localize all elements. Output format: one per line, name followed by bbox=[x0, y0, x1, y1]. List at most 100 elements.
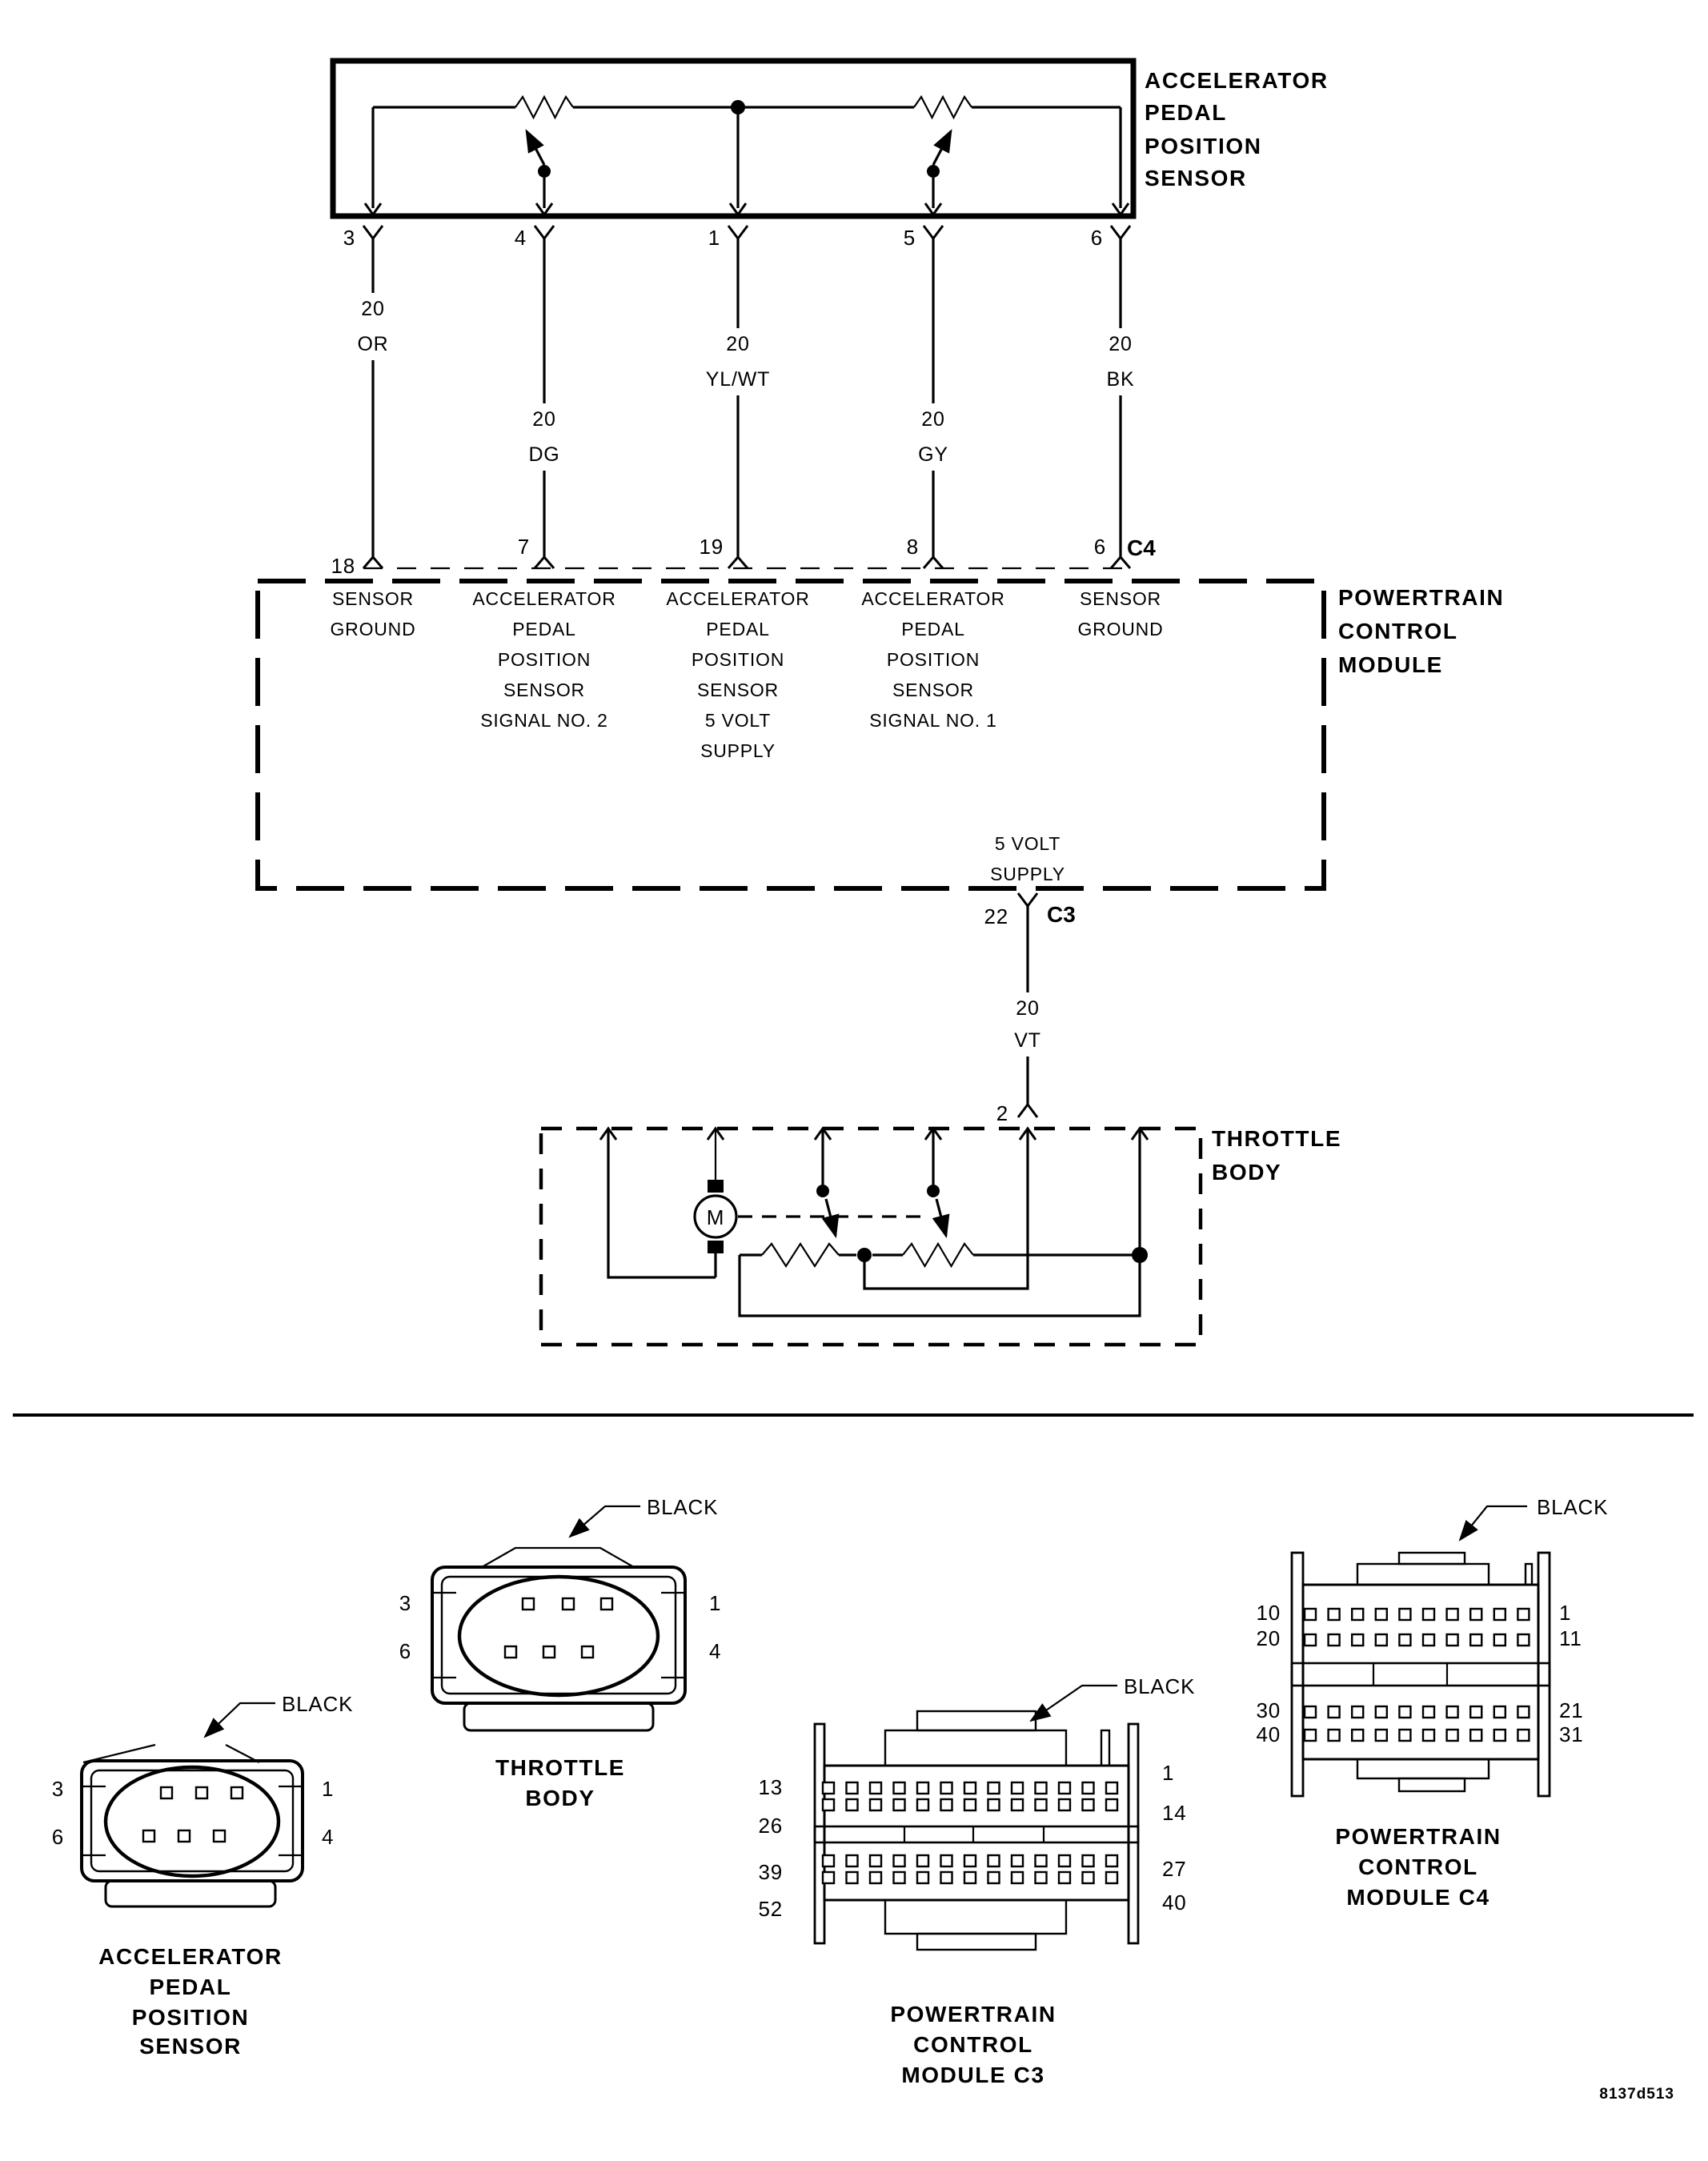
connector-caption: POSITION bbox=[132, 2005, 250, 2030]
pin-square bbox=[1105, 1798, 1119, 1812]
junction-dot bbox=[731, 100, 745, 114]
pin-square bbox=[1493, 1633, 1507, 1647]
pin-function: SUPPLY bbox=[700, 740, 776, 761]
pin-connector-symbol bbox=[1016, 892, 1039, 907]
pin-number: 4 bbox=[515, 226, 527, 250]
pin-square bbox=[1010, 1798, 1024, 1812]
pin-function: GROUND bbox=[1077, 619, 1163, 639]
potentiometer-track bbox=[373, 94, 1121, 120]
connector-color: BLACK bbox=[1537, 1495, 1608, 1519]
pin-square bbox=[1398, 1607, 1412, 1622]
pin-square bbox=[845, 1798, 859, 1812]
connector-tab bbox=[884, 1898, 1068, 1935]
pin-connector-symbols bbox=[362, 225, 1132, 239]
pin-square bbox=[940, 1781, 953, 1795]
pin-square bbox=[916, 1854, 930, 1868]
pin-square bbox=[1057, 1781, 1072, 1795]
pin-row-label: 26 bbox=[758, 1814, 783, 1838]
pcm-bottom-function: SUPPLY bbox=[990, 864, 1065, 884]
pin-square bbox=[1350, 1705, 1365, 1719]
pin-number: 18 bbox=[331, 554, 355, 578]
pin-label: 1 bbox=[322, 1777, 334, 1801]
pin-label: 4 bbox=[709, 1639, 721, 1663]
pin-square bbox=[1303, 1705, 1317, 1719]
pin-square bbox=[1469, 1607, 1483, 1622]
connector-color: BLACK bbox=[647, 1495, 718, 1519]
pin-square bbox=[1057, 1854, 1072, 1868]
pin-square bbox=[1010, 1854, 1024, 1868]
pin-square bbox=[892, 1854, 906, 1868]
pin-function: 5 VOLT bbox=[705, 710, 771, 731]
pin-square bbox=[892, 1781, 906, 1795]
pin-square bbox=[940, 1854, 953, 1868]
resistor bbox=[761, 1241, 840, 1269]
tps-circuit bbox=[738, 1129, 1148, 1317]
connector-notch bbox=[1100, 1729, 1111, 1767]
throttle-body-title: THROTTLE bbox=[1212, 1126, 1341, 1151]
connector-caption: THROTTLE bbox=[495, 1755, 625, 1780]
pin-square bbox=[1105, 1870, 1119, 1885]
connector-caption: SENSOR bbox=[139, 2034, 242, 2059]
pin-row-label: 1 bbox=[1162, 1761, 1174, 1785]
pin-square bbox=[1421, 1607, 1436, 1622]
wire-gauge: 20 bbox=[532, 408, 555, 431]
pin-square bbox=[845, 1781, 859, 1795]
pin-number: 8 bbox=[907, 535, 919, 559]
connector-caption: ACCELERATOR bbox=[98, 1944, 283, 1969]
exit-arrowheads bbox=[363, 202, 1130, 217]
pin-label: 3 bbox=[52, 1777, 64, 1801]
harness-wires: 20 OR 20 DG 20 YL/WT 20 GY 20 BK bbox=[346, 239, 1148, 557]
motor-icon bbox=[693, 1194, 738, 1239]
pin-square bbox=[1327, 1705, 1341, 1719]
pin-square bbox=[1517, 1728, 1530, 1742]
pin-label: 4 bbox=[322, 1825, 334, 1849]
pcm-pin-functions: SENSOR GROUND ACCELERATOR PEDAL POSITION… bbox=[330, 588, 1163, 761]
pin-cavities bbox=[142, 1786, 244, 1843]
pin-square bbox=[892, 1798, 906, 1812]
connector-label-c3: C3 bbox=[1047, 902, 1076, 927]
throttle-body-title: BODY bbox=[1212, 1160, 1281, 1185]
app-sensor-box: ACCELERATOR PEDAL POSITION SENSOR bbox=[330, 58, 1327, 219]
pin-square bbox=[1445, 1633, 1459, 1647]
pin-square bbox=[1303, 1633, 1317, 1647]
pcm-c3-pin: 22 C3 20 VT 2 bbox=[984, 892, 1076, 1125]
connector-flange bbox=[813, 1722, 826, 1945]
pin-function: SENSOR bbox=[332, 588, 414, 609]
pin-square bbox=[1374, 1633, 1389, 1647]
pin-square bbox=[821, 1854, 836, 1868]
pin-row-label: 52 bbox=[758, 1897, 783, 1921]
pin-number: 2 bbox=[996, 1101, 1008, 1125]
throttle-body-outline bbox=[539, 1126, 1203, 1347]
pin-square bbox=[1398, 1633, 1412, 1647]
connector-flange bbox=[1537, 1551, 1551, 1798]
pin-square bbox=[1374, 1705, 1389, 1719]
app-sensor-pins: 3 4 1 5 6 bbox=[343, 225, 1132, 250]
pin-number: 19 bbox=[699, 535, 724, 559]
pin-square bbox=[1327, 1728, 1341, 1742]
pin-function: SIGNAL NO. 1 bbox=[869, 710, 997, 731]
wiper-arrow bbox=[932, 1198, 950, 1239]
pin-square bbox=[963, 1798, 977, 1812]
pcm-box: POWERTRAIN CONTROL MODULE SENSOR GROUND … bbox=[255, 579, 1503, 891]
color-leader-arrow bbox=[568, 1505, 640, 1538]
pin-square bbox=[1034, 1798, 1048, 1812]
app-sensor-title: POSITION bbox=[1145, 134, 1262, 158]
wire-gauge: 20 bbox=[726, 333, 749, 355]
motor-terminal bbox=[708, 1241, 724, 1253]
connector-label-c4: C4 bbox=[1127, 535, 1156, 560]
pin-function: ACCELERATOR bbox=[861, 588, 1004, 609]
pin-square bbox=[868, 1798, 883, 1812]
color-leader-arrow bbox=[1029, 1684, 1117, 1722]
connector-caption: BODY bbox=[525, 1786, 595, 1810]
pin-square bbox=[1081, 1781, 1095, 1795]
wire-color: DG bbox=[528, 443, 559, 466]
pin-square bbox=[1398, 1705, 1412, 1719]
diagram-id-code: 8137d513 bbox=[1599, 2086, 1674, 2103]
pin-square bbox=[1517, 1705, 1530, 1719]
pin-square bbox=[1010, 1781, 1024, 1795]
pin-square bbox=[1105, 1781, 1119, 1795]
connector-notch bbox=[1524, 1562, 1534, 1586]
wire-color: YL/WT bbox=[706, 368, 770, 391]
connector-caption: MODULE C4 bbox=[1346, 1885, 1489, 1910]
pin-row-label: 21 bbox=[1559, 1698, 1584, 1722]
